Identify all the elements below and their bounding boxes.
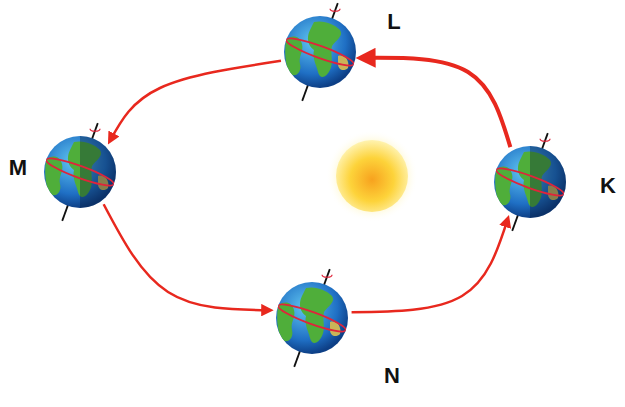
rotation-arrow — [330, 9, 340, 12]
earth-land — [277, 287, 340, 343]
earth-ocean — [276, 282, 348, 354]
rotation-arrow — [322, 275, 332, 278]
earth-ocean — [494, 146, 566, 218]
sun-glow — [326, 130, 418, 222]
position-letter: N — [384, 365, 400, 387]
orbit-arrow — [364, 58, 511, 147]
earth-ocean — [284, 16, 356, 88]
earth-drawing — [276, 282, 348, 354]
rotation-arrow — [540, 139, 550, 142]
orbit-arrow — [104, 204, 269, 310]
earth-ocean — [44, 136, 116, 208]
equator-line — [494, 164, 566, 200]
position-letter: K — [600, 175, 616, 197]
position-letter: L — [387, 11, 400, 33]
position-letter: M — [9, 157, 27, 179]
earth-drawing — [494, 146, 566, 218]
sun — [336, 140, 408, 212]
earth-globe: L — [284, 16, 356, 88]
equator-line — [284, 34, 356, 70]
earth-globe: M — [44, 136, 116, 208]
orbit-arrow — [110, 61, 281, 140]
equator-line — [276, 300, 348, 336]
earth-globe: K — [494, 146, 566, 218]
earth-globe: N — [276, 282, 348, 354]
earth-land — [285, 21, 348, 77]
orbit-arrow — [352, 220, 508, 312]
earth-drawing — [284, 16, 356, 88]
earth-drawing — [44, 136, 116, 208]
equator-line — [44, 154, 116, 190]
rotation-arrow — [90, 129, 100, 132]
